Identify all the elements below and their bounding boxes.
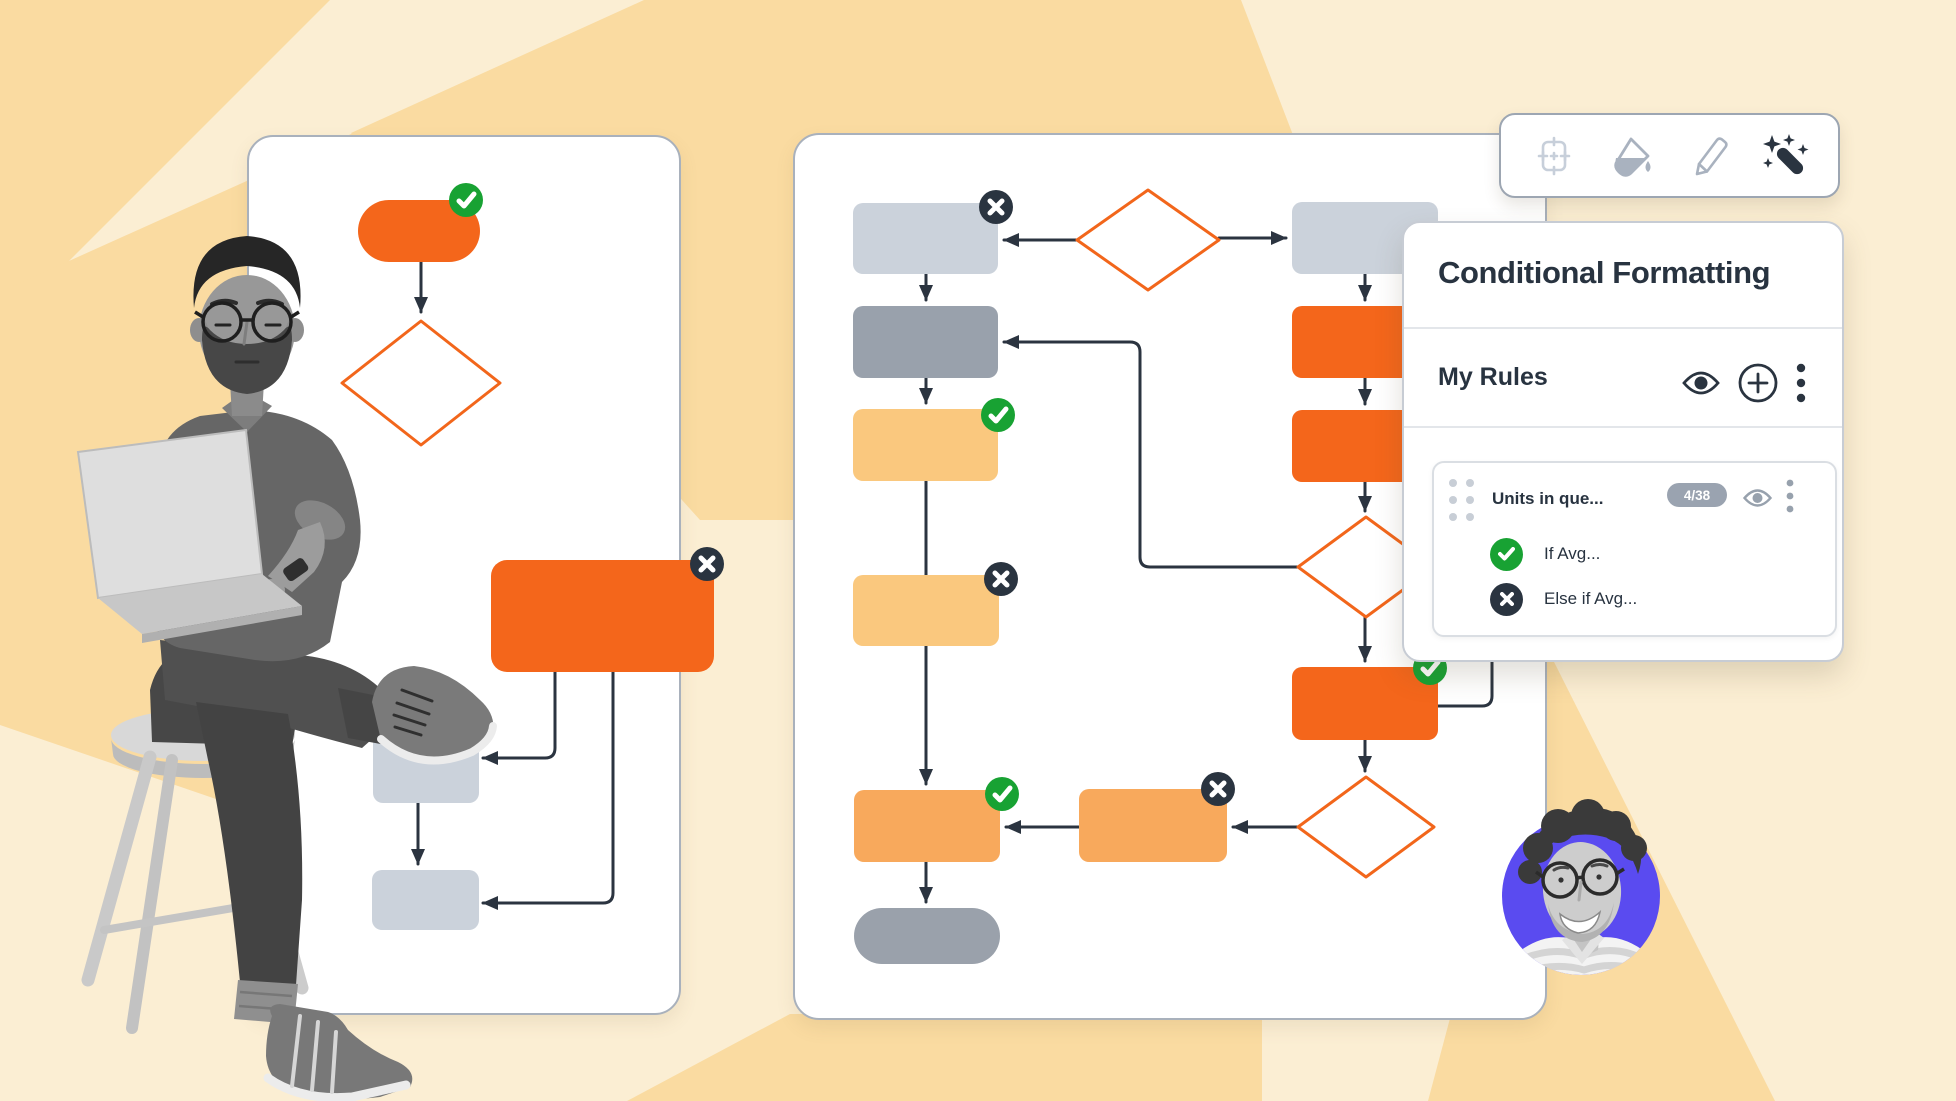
flow-node-process[interactable] (1292, 306, 1438, 378)
flow-node-decision[interactable] (340, 319, 502, 447)
panel-title: Conditional Formatting (1438, 255, 1771, 290)
flow-node-process[interactable] (1292, 202, 1438, 274)
collaborator-avatar (1492, 782, 1676, 982)
rule-pass-badges (449, 183, 1447, 811)
connector (481, 670, 615, 910)
kebab-menu-icon[interactable] (1796, 362, 1806, 404)
flow-node-process[interactable] (853, 575, 999, 646)
pencil-icon[interactable] (1682, 130, 1734, 182)
rule-kebab-menu-icon[interactable] (1786, 479, 1794, 513)
drag-handle[interactable] (1446, 477, 1478, 522)
visibility-eye-icon[interactable] (1681, 369, 1721, 397)
my-rules-section: My Rules (1404, 329, 1842, 428)
flow-node-process[interactable] (372, 870, 479, 930)
my-rules-label: My Rules (1438, 363, 1548, 391)
condition-row[interactable]: Else if Avg... (1490, 582, 1637, 616)
rule-fail-badges (690, 190, 1235, 806)
connectors (411, 231, 1494, 910)
flow-node-decision[interactable] (1296, 775, 1436, 879)
flow-node-terminator[interactable] (854, 908, 1000, 964)
rule-visibility-eye-icon[interactable] (1742, 487, 1773, 509)
flow-node-process[interactable] (491, 560, 714, 672)
flow-node-process[interactable] (853, 409, 998, 481)
crop-frame-icon[interactable] (1528, 130, 1580, 182)
connector (481, 670, 557, 765)
flow-node-process[interactable] (853, 306, 998, 378)
flow-node-process[interactable] (1079, 789, 1227, 862)
rule-card[interactable]: Units in que... 4/38 If Avg... (1432, 461, 1837, 637)
flow-node-process[interactable] (853, 203, 998, 274)
add-rule-icon[interactable] (1737, 362, 1779, 404)
sneaker (372, 666, 497, 765)
seated-man-photo (76, 236, 497, 1101)
paint-bucket-icon[interactable] (1605, 130, 1657, 182)
rule-name: Units in que... (1492, 489, 1604, 508)
flow-node-process[interactable] (1292, 410, 1438, 482)
background-triangle (627, 1014, 1262, 1101)
flow-node-process[interactable] (854, 790, 1000, 862)
laptop (76, 428, 302, 643)
flow-node-decision[interactable] (1075, 188, 1221, 292)
rule-count-badge: 4/38 (1667, 483, 1727, 507)
avatar-hair (1518, 799, 1647, 884)
condition-label: Else if Avg... (1544, 589, 1638, 608)
face (190, 236, 304, 416)
connector (1436, 648, 1494, 708)
flow-node-terminator[interactable] (358, 200, 480, 262)
condition-row[interactable]: If Avg... (1490, 537, 1600, 571)
glasses (194, 301, 300, 343)
condition-pass-icon (1490, 537, 1523, 571)
sneaker (263, 1004, 413, 1101)
condition-fail-icon (1490, 582, 1523, 616)
conditional-formatting-panel: Conditional Formatting My Rules (1402, 221, 1844, 662)
avatar-glasses (1534, 858, 1625, 899)
canvas-toolbar (1499, 113, 1840, 198)
magic-wand-icon[interactable] (1759, 130, 1811, 182)
flow-node-process[interactable] (1292, 667, 1438, 740)
connector (1002, 335, 1300, 569)
condition-label: If Avg... (1544, 544, 1601, 563)
panel-header: Conditional Formatting (1404, 223, 1842, 329)
background-triangle (0, 0, 330, 330)
